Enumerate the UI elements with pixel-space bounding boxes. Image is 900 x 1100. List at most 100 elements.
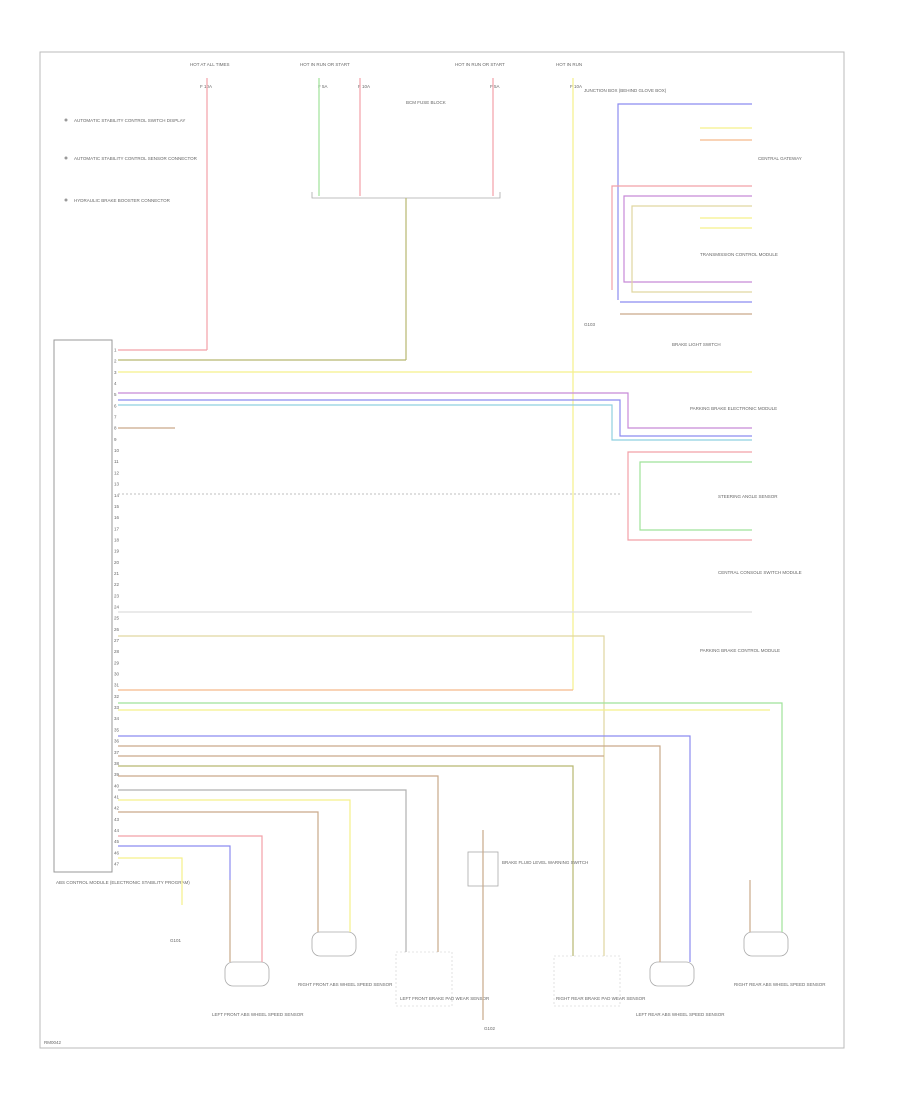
sensor-lf: LEFT FRONT ABS WHEEL SPEED SENSOR <box>212 961 304 1017</box>
abs-module-pin: 28 <box>114 649 120 654</box>
abs-module-pin: 12 <box>114 470 120 475</box>
abs-module-pin: 47 <box>114 862 120 867</box>
abs-module-pin: 37 <box>114 750 120 755</box>
power-label-4: HOT IN RUN <box>556 62 582 67</box>
sensor-lr: LEFT REAR ABS WHEEL SPEED SENSOR <box>636 961 725 1017</box>
wire-module-lf-pad <box>118 775 439 880</box>
wire-tcm-red <box>611 185 752 290</box>
ground-2: G102 <box>484 1026 496 1031</box>
abs-module-pin: 39 <box>114 772 120 777</box>
bottom-component-6: LEFT REAR ABS WHEEL SPEED SENSOR <box>636 1012 725 1017</box>
abs-module-pin: 15 <box>114 504 120 509</box>
abs-module-pin: 45 <box>114 839 120 844</box>
abs-module-pin: 26 <box>114 627 120 632</box>
abs-module-pin: 32 <box>114 694 120 699</box>
abs-module-pin: 21 <box>114 571 120 576</box>
power-label-2: HOT IN RUN OR START <box>300 62 350 67</box>
wire-module-ground <box>118 857 183 905</box>
wire-module-lf-pad-2 <box>118 789 407 880</box>
bottom-component-3: LEFT FRONT BRAKE PAD WEAR SENSOR <box>400 996 490 1001</box>
power-label-1: HOT AT ALL TIMES <box>190 62 230 67</box>
diagram-frame <box>39 51 845 1049</box>
power-label-3: HOT IN RUN OR START <box>455 62 505 67</box>
wire-module-lr-brown <box>118 745 661 880</box>
wire-module-rf-yellow <box>118 799 351 850</box>
fuse-label-1: F 10A <box>200 84 212 89</box>
abs-module-pin: 34 <box>114 716 120 721</box>
abs-module-pin: 22 <box>114 582 120 587</box>
abs-module-pin: 13 <box>114 482 120 487</box>
fuse-label-2: F 5A <box>318 84 328 89</box>
bottom-component-7: RIGHT REAR ABS WHEEL SPEED SENSOR <box>734 982 826 987</box>
abs-module-pin: 6 <box>114 403 117 408</box>
legend-item-2: AUTOMATIC STABILITY CONTROL SENSOR CONNE… <box>74 156 198 161</box>
abs-module-pin: 11 <box>114 459 119 464</box>
fuse-label-3: F 10A <box>358 84 370 89</box>
bottom-component-4: BRAKE FLUID LEVEL WARNING SWITCH <box>502 860 588 865</box>
right-component-7: PARKING BRAKE CONTROL MODULE <box>700 648 780 653</box>
abs-module-pin: 8 <box>114 426 117 431</box>
abs-module-pin: 17 <box>114 526 120 531</box>
legend-item-1: AUTOMATIC STABILITY CONTROL SWITCH DISPL… <box>74 118 185 123</box>
brake-fluid-switch: BRAKE FLUID LEVEL WARNING SWITCH <box>467 830 588 1020</box>
abs-module-pin: 14 <box>114 493 120 498</box>
right-component-5: STEERING ANGLE SENSOR <box>718 494 778 499</box>
fuse-block-bracket <box>311 192 501 199</box>
bottom-component-1: LEFT FRONT ABS WHEEL SPEED SENSOR <box>212 1012 304 1017</box>
abs-module-pin: 29 <box>114 660 120 665</box>
abs-module-label: ABS CONTROL MODULE (ELECTRONIC STABILITY… <box>56 880 190 885</box>
fuse-label-4: F 5A <box>490 84 500 89</box>
right-component-4: PARKING BRAKE ELECTRONIC MODULE <box>690 406 777 411</box>
bottom-component-2: RIGHT FRONT ABS WHEEL SPEED SENSOR <box>298 982 393 987</box>
wire-module-lr-blue <box>118 735 691 880</box>
abs-module-pin: 4 <box>114 381 117 386</box>
abs-module-pin: 44 <box>114 828 120 833</box>
abs-module-pin: 10 <box>114 448 120 453</box>
pad-sensor-rr: RIGHT REAR BRAKE PAD WEAR SENSOR <box>553 955 646 1007</box>
right-component-6: CENTRAL CONSOLE SWITCH MODULE <box>718 570 802 575</box>
right-component-2: TRANSMISSION CONTROL MODULE <box>700 252 778 257</box>
abs-module-pin: 33 <box>114 705 120 710</box>
wire-module-rear-pad-2 <box>118 765 574 880</box>
legend-item-3: HYDRAULIC BRAKE BOOSTER CONNECTOR <box>74 198 171 203</box>
sensor-rr: RIGHT REAR ABS WHEEL SPEED SENSOR <box>734 931 826 987</box>
abs-module-pin: 2 <box>114 359 117 364</box>
abs-module-pin: 40 <box>114 783 120 788</box>
wire-module-can-low <box>118 404 752 441</box>
abs-module-pin: 38 <box>114 761 120 766</box>
bcm-note: BCM FUSE BLOCK <box>406 100 446 105</box>
abs-module-pin: 35 <box>114 727 120 732</box>
abs-module-pin: 41 <box>114 794 120 799</box>
wire-steering-green <box>639 461 752 531</box>
abs-module-pin: 18 <box>114 537 120 542</box>
abs-module-pin: 23 <box>114 593 120 598</box>
abs-module-pin: 16 <box>114 515 120 520</box>
abs-module-pin: 42 <box>114 806 120 811</box>
wire-tcm-violet <box>623 195 752 283</box>
wire-module-rr-green <box>118 702 783 880</box>
abs-module-pin: 36 <box>114 739 120 744</box>
abs-module-pin: 7 <box>114 415 117 420</box>
wire-module-lf-blue <box>118 845 231 880</box>
abs-module-pin: 30 <box>114 672 120 677</box>
junction-note: JUNCTION BOX (BEHIND GLOVE BOX) <box>584 88 667 93</box>
abs-module-pin: 1 <box>114 348 117 353</box>
abs-module-pin: 20 <box>114 560 120 565</box>
abs-module-pin: 9 <box>114 437 117 442</box>
bottom-component-5: RIGHT REAR BRAKE PAD WEAR SENSOR <box>556 996 646 1001</box>
abs-control-module <box>53 339 113 873</box>
abs-module-pin: 46 <box>114 850 120 855</box>
wire-module-parking-brake <box>118 635 605 880</box>
abs-module-pin: 5 <box>114 392 117 397</box>
wire-tcm-tan <box>631 205 752 293</box>
wire-module-can-high <box>118 392 752 429</box>
legend: AUTOMATIC STABILITY CONTROL SWITCH DISPL… <box>64 118 198 203</box>
abs-module-pin: 19 <box>114 549 120 554</box>
abs-module-pins: 1234567891011121314151617181920212223242… <box>114 348 120 867</box>
footer-label: RM0042 <box>44 1040 62 1045</box>
wire-module-rf-brown <box>118 811 319 850</box>
ground-3: G103 <box>584 322 596 327</box>
abs-module-pin: 43 <box>114 817 120 822</box>
fuse-label-5: F 10A <box>570 84 582 89</box>
